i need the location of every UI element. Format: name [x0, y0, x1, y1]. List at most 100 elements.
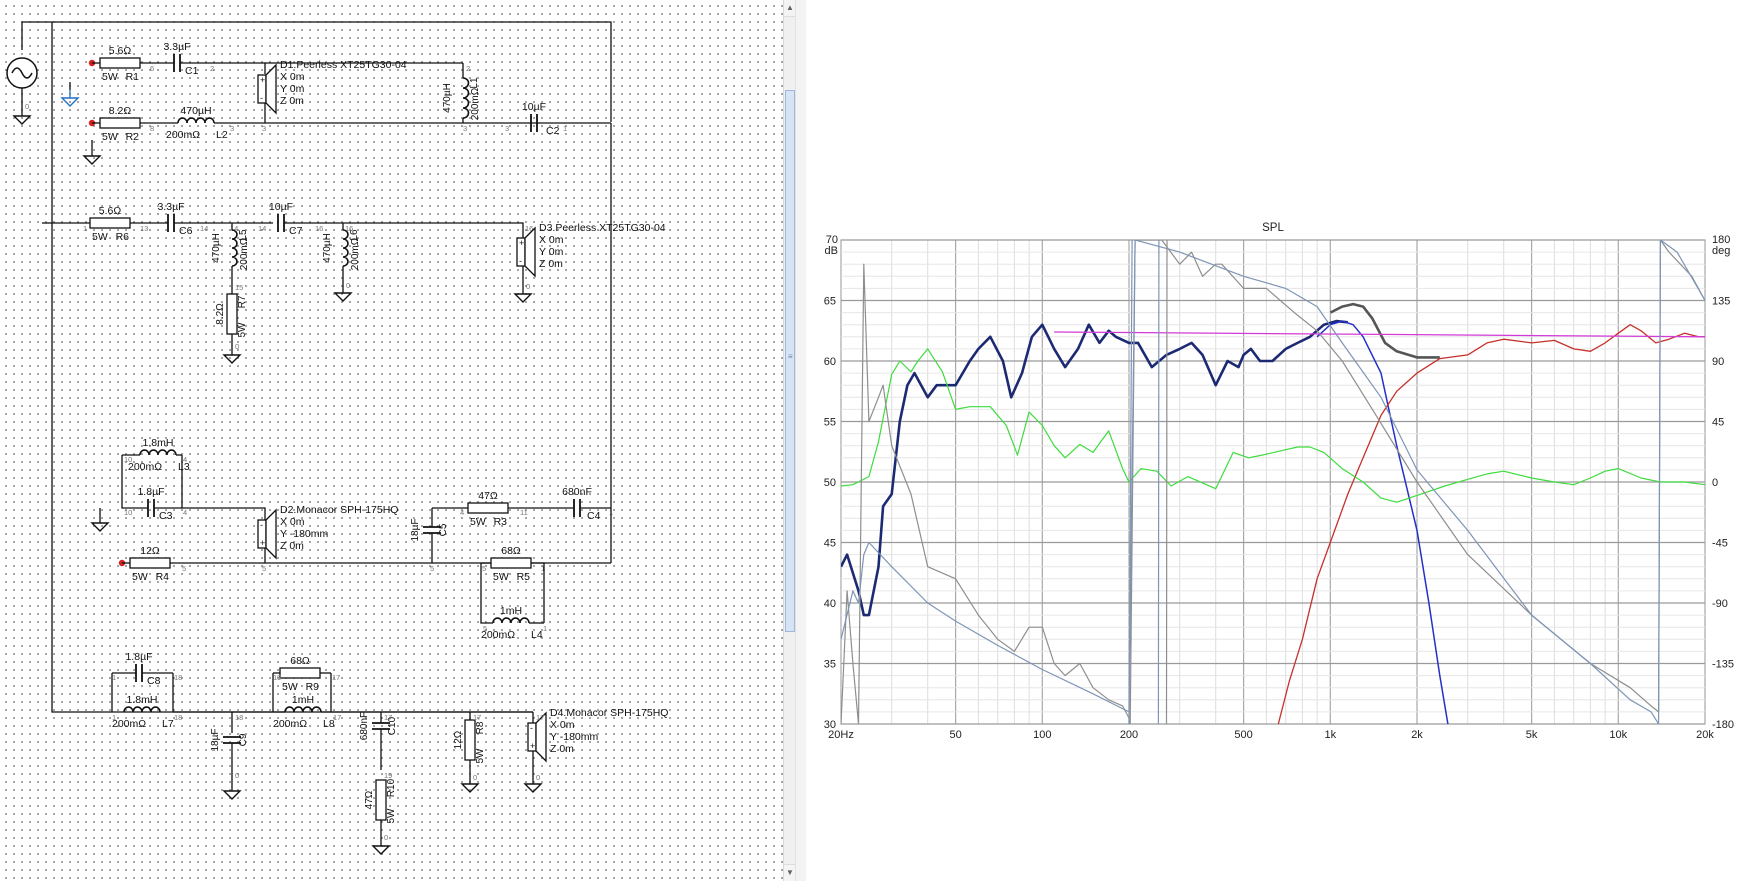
x-tick-label: 1k [1324, 729, 1336, 741]
resistor-power-r10: 5W [386, 808, 397, 824]
capacitor-ref-c7: C7 [289, 225, 303, 237]
resistor-value-r10: 47Ω [364, 790, 375, 809]
inductor-resistance-l6: 200mΩ [350, 237, 361, 270]
series-line-magenta-4 [1054, 331, 1705, 338]
node-number: 3 [463, 124, 467, 133]
node-number: 1 [563, 124, 567, 133]
node-number: 16 [345, 224, 353, 233]
resistor-value-r9: 68Ω [290, 655, 310, 667]
driver-z: Z 0m [539, 258, 563, 270]
series-line-green-5 [841, 348, 1705, 503]
y-tick-label: 55 [824, 417, 836, 429]
capacitor-ref-c1: C1 [185, 65, 199, 77]
capacitor-ref-c3: C3 [159, 510, 173, 522]
resistor-power-r2: 5W [102, 131, 118, 143]
speaker-cone-icon [535, 711, 547, 763]
series-line-steel-8 [1128, 240, 1133, 724]
inductor-value-l7: 1.8mH [127, 694, 158, 706]
resistor-symbol-r10 [375, 779, 387, 821]
series-line-gray-6 [841, 240, 1705, 724]
y-axis-unit: dB [825, 245, 838, 257]
resistor-power-r9: 5W [282, 681, 298, 693]
node-number: 17 [332, 673, 340, 682]
driver-x: X 0m [280, 71, 305, 83]
resistor-power-r4: 5W [132, 571, 148, 583]
resistor-ref-r6: R6 [116, 231, 130, 243]
wire [284, 222, 524, 238]
node-number: 5 [430, 564, 434, 573]
resistor-power-r8: 5W [475, 748, 486, 764]
resistor-value-r6: 5.6Ω [99, 205, 122, 217]
x-tick-label: 20k [1696, 729, 1714, 741]
node-number: 13 [140, 224, 148, 233]
capacitor-ref-c6: C6 [179, 225, 193, 237]
x-tick-label: 2k [1411, 729, 1423, 741]
node-number: 2 [466, 64, 470, 73]
inductor-ref-l7: L7 [162, 718, 174, 730]
node-number: 16 [315, 224, 323, 233]
driver-name: D3.Peerless XT25TG30-04 [539, 222, 666, 234]
series-line-darkgray-2 [1329, 302, 1440, 359]
capacitor-ref-c9: C9 [238, 733, 249, 746]
inductor-ref-l8: L8 [323, 718, 335, 730]
x-tick-label: 100 [1033, 729, 1051, 741]
inductor-symbol-l3 [139, 449, 177, 456]
node-number: 17 [333, 713, 341, 722]
node-number: 5 [482, 564, 486, 573]
inductor-ref-l5: L5 [238, 229, 249, 241]
y2-tick-label: -180 [1712, 719, 1734, 731]
scroll-up-arrow-icon[interactable]: ▲ [784, 0, 796, 17]
node-number: 17 [473, 713, 481, 722]
resistor-symbol-r3 [467, 502, 509, 514]
series-line-gray-10 [1165, 240, 1168, 724]
inductor-symbol-l2 [177, 117, 215, 124]
inductor-resistance-l3: 200mΩ [128, 461, 162, 473]
resistor-value-r8: 12Ω [453, 730, 464, 749]
resistor-ref-r2: R2 [126, 131, 140, 143]
resistor-symbol-r7 [226, 293, 238, 335]
y-tick-label: 60 [824, 356, 836, 368]
schematic-vertical-scrollbar[interactable]: ▲ ≡ ▼ [783, 0, 796, 881]
capacitor-value-c10: 680nF [359, 712, 370, 740]
series-line-steel-9 [1157, 240, 1160, 724]
resistor-symbol-r2 [99, 117, 141, 129]
series-line-red-3 [1277, 324, 1705, 724]
node-number: 0 [473, 773, 477, 782]
y2-tick-label: 45 [1712, 417, 1724, 429]
ground-icon [12, 115, 32, 125]
inductor-ref-l6: L6 [349, 229, 360, 241]
node-number: 0 [384, 833, 388, 842]
inductor-resistance-l8: 200mΩ [273, 718, 307, 730]
inductor-value-l4: 1mH [500, 605, 522, 617]
ground-icon [82, 155, 102, 165]
speaker-polarity-plus: + [260, 75, 265, 85]
scrollbar-thumb[interactable]: ≡ [785, 90, 795, 632]
y2-tick-label: 90 [1712, 356, 1724, 368]
speaker-polarity-minus: - [519, 256, 522, 266]
node-number: 3 [230, 124, 234, 133]
driver-2: +- [516, 226, 536, 278]
resistor-value-r7: 8.2Ω [215, 303, 226, 325]
spl-chart[interactable]: SPL70dB6560555045403530180deg13590450-45… [806, 0, 1747, 881]
driver-y: Y 0m [539, 246, 564, 258]
driver-y: Y -180mm [550, 731, 598, 743]
inductor-symbol-l1 [462, 77, 470, 119]
driver-z: Z 0m [280, 95, 304, 107]
y-tick-label: 35 [824, 659, 836, 671]
capacitor-ref-c2: C2 [546, 125, 560, 137]
node-number: 1 [83, 224, 87, 233]
resistor-value-r4: 12Ω [140, 545, 160, 557]
node-number: 19 [273, 673, 281, 682]
resistor-symbol-r6 [89, 217, 131, 229]
node-number: 0 [235, 342, 239, 351]
inductor-value-l6: 470µH [322, 233, 333, 263]
y2-tick-label: -45 [1712, 538, 1728, 550]
speaker-polarity-plus: + [519, 238, 524, 248]
resistor-ref-r1: R1 [126, 71, 140, 83]
ground-icon [523, 783, 543, 793]
scroll-down-arrow-icon[interactable]: ▼ [784, 864, 796, 881]
resistor-power-r5: 5W [493, 571, 509, 583]
